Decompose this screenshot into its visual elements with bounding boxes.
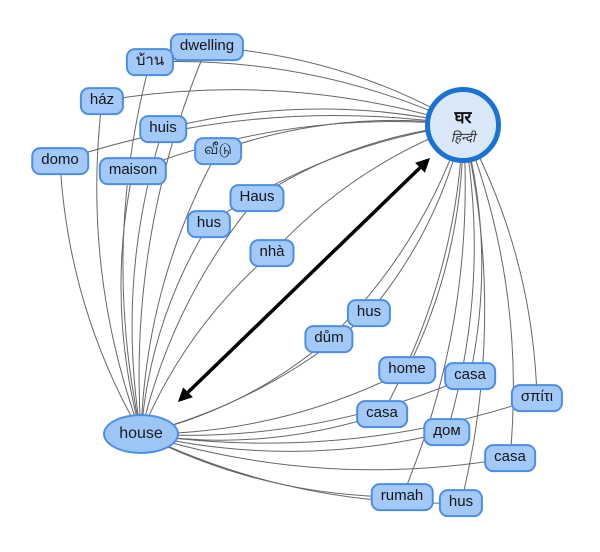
- word-node[interactable]: casa: [484, 444, 536, 472]
- word-node[interactable]: dům: [304, 325, 354, 353]
- edge: [462, 124, 514, 459]
- word-node[interactable]: Haus: [229, 184, 285, 212]
- edge: [140, 375, 471, 436]
- word-node[interactable]: domo: [31, 147, 89, 175]
- hub-ghar-language-label: हिन्दी: [450, 130, 476, 146]
- word-node[interactable]: rumah: [370, 483, 434, 511]
- hub-ghar-label: घर: [454, 107, 472, 127]
- word-node[interactable]: nhà: [249, 239, 295, 267]
- word-node[interactable]: huis: [139, 115, 187, 143]
- double-arrow: [177, 158, 431, 402]
- word-node[interactable]: дом: [423, 418, 471, 446]
- word-node[interactable]: maison: [98, 157, 168, 185]
- edge: [460, 124, 486, 504]
- hub-node-house[interactable]: house: [103, 414, 179, 454]
- edge: [122, 61, 151, 435]
- word-node[interactable]: வீடு: [194, 137, 242, 165]
- edge: [132, 121, 464, 172]
- edge: [140, 431, 448, 452]
- edge: [96, 100, 142, 435]
- edge: [138, 46, 208, 435]
- hub-house-label: house: [119, 425, 163, 442]
- word-node[interactable]: casa: [356, 400, 408, 428]
- word-node[interactable]: hus: [346, 299, 392, 327]
- word-node[interactable]: dwelling: [169, 33, 245, 61]
- word-node[interactable]: hus: [438, 489, 484, 517]
- word-node[interactable]: casa: [444, 362, 496, 390]
- edge: [59, 160, 142, 435]
- edge: [101, 89, 464, 126]
- word-node[interactable]: ház: [79, 87, 125, 115]
- edge: [120, 170, 142, 435]
- edge: [149, 61, 464, 126]
- word-node[interactable]: บ้าน: [125, 48, 175, 76]
- edge: [446, 124, 475, 433]
- hub-node-ghar[interactable]: घर हिन्दी: [425, 87, 501, 163]
- word-node[interactable]: home: [378, 356, 436, 384]
- word-node[interactable]: hus: [186, 210, 232, 238]
- edge: [140, 433, 511, 471]
- edge: [162, 108, 464, 130]
- word-node[interactable]: σπίτι: [510, 384, 564, 412]
- edge: [140, 397, 538, 444]
- edge: [59, 115, 464, 162]
- edge: [140, 252, 273, 435]
- edge: [401, 124, 466, 498]
